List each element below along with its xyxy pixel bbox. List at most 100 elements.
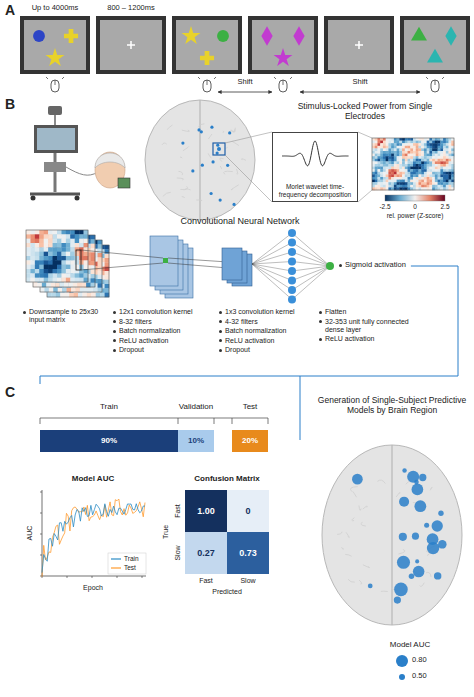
monitor — [34, 125, 78, 153]
power-cell — [386, 174, 389, 177]
power-cell — [70, 252, 75, 257]
power-cell — [418, 172, 421, 175]
power-cell — [443, 156, 446, 159]
power-cell — [44, 243, 49, 248]
power-cell — [399, 146, 402, 149]
power-cell — [443, 177, 446, 180]
power-cell — [388, 185, 391, 188]
power-cell — [53, 230, 58, 235]
power-cell — [35, 247, 40, 252]
power-cell — [446, 169, 449, 172]
task-screen — [248, 16, 318, 74]
legend-line — [111, 567, 121, 568]
power-cell — [44, 273, 49, 278]
power-cell — [39, 269, 44, 274]
output-connection — [292, 252, 330, 266]
gyrus — [162, 143, 167, 145]
power-cell — [402, 154, 405, 157]
power-cell — [440, 143, 443, 146]
power-cell — [105, 267, 110, 272]
power-cell — [84, 288, 89, 293]
power-cell — [46, 283, 51, 288]
power-cell — [386, 161, 389, 164]
power-cell — [98, 249, 103, 254]
dense-unit — [288, 229, 296, 237]
model-auc-dot — [368, 584, 373, 589]
gyrus — [363, 565, 370, 568]
power-cell — [53, 269, 58, 274]
power-cell — [98, 275, 103, 280]
power-cell — [91, 252, 96, 257]
power-cell — [446, 151, 449, 154]
power-cell — [438, 174, 441, 177]
power-cell — [427, 146, 430, 149]
power-cell — [26, 234, 31, 239]
power-cell — [399, 141, 402, 144]
power-cell — [383, 154, 386, 157]
power-cell — [372, 143, 375, 146]
power-cell — [416, 172, 419, 175]
power-cell — [413, 182, 416, 185]
power-cell — [30, 230, 35, 235]
power-cell — [66, 252, 71, 257]
layer-note: 1x3 convolution kernel — [225, 308, 314, 316]
power-cell — [377, 161, 380, 164]
mouse-icon — [274, 77, 292, 92]
electrode — [210, 192, 213, 195]
power-cell — [391, 182, 394, 185]
power-cell — [105, 258, 110, 263]
power-cell — [449, 169, 452, 172]
power-cell — [375, 154, 378, 157]
power-cell — [429, 151, 432, 154]
power-cell — [440, 177, 443, 180]
stimulus-shape — [200, 51, 214, 65]
power-cell — [424, 156, 427, 159]
power-cell — [375, 174, 378, 177]
power-cell — [79, 252, 84, 257]
power-cell — [438, 138, 441, 141]
power-cell — [427, 167, 430, 170]
power-cell — [449, 161, 452, 164]
power-cell — [69, 293, 74, 298]
gyrus — [337, 532, 342, 535]
power-cell — [429, 169, 432, 172]
model-auc-dot — [402, 468, 406, 472]
power-cell — [74, 293, 79, 298]
power-cell — [377, 185, 380, 188]
mouse-button — [207, 80, 208, 85]
power-cell — [105, 249, 110, 254]
screen-frame — [248, 16, 318, 74]
model-auc-dot — [415, 559, 419, 563]
power-cell — [427, 182, 430, 185]
power-cell — [416, 177, 419, 180]
power-cell — [386, 141, 389, 144]
gyrus — [232, 142, 239, 146]
power-cell — [421, 182, 424, 185]
power-cell — [70, 273, 75, 278]
power-cell — [435, 141, 438, 144]
bullet-dot — [219, 311, 222, 314]
power-cell — [383, 151, 386, 154]
power-cell — [377, 182, 380, 185]
power-cell — [394, 182, 397, 185]
layer-note: 32-353 unit fully connected dense layer — [325, 318, 426, 334]
power-cell — [386, 167, 389, 170]
gyrus — [208, 154, 211, 159]
power-cell — [408, 151, 411, 154]
power-cell — [429, 154, 432, 157]
power-cell — [394, 177, 397, 180]
power-cell — [421, 169, 424, 172]
node-text: 90% — [101, 436, 117, 445]
screen-area — [328, 20, 390, 70]
power-cell — [98, 240, 103, 245]
electrode — [216, 144, 219, 147]
power-cell — [449, 172, 452, 175]
power-cell — [386, 148, 389, 151]
bullet-dot — [219, 339, 222, 342]
electrode — [201, 164, 204, 167]
data-split-bar: Validation10% — [178, 430, 214, 452]
power-cell — [418, 141, 421, 144]
power-cell — [413, 154, 416, 157]
power-cell — [89, 288, 94, 293]
power-cell — [388, 154, 391, 157]
